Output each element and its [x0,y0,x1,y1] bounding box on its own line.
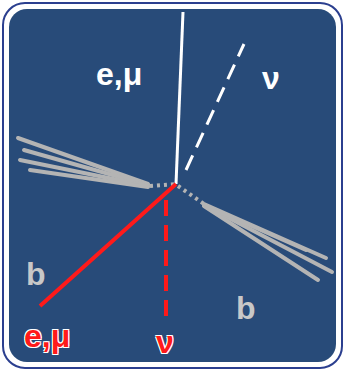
panel-ground [9,9,336,362]
lepton-track [40,184,176,306]
lepton-label: e,μ [96,58,142,90]
panel-border [3,3,342,368]
b-jet-right-link [178,186,204,204]
neutrino-track [186,44,244,170]
b-jet-left [18,138,148,187]
neutrino-label: ν [156,326,174,358]
lepton-label: e,μ [24,320,70,352]
neutrino-track [164,200,168,322]
jet-label: b [26,258,46,290]
lepton-track [176,12,183,184]
neutrino-label: ν [262,62,280,94]
b-jet-right [204,204,332,280]
jet-label: b [236,292,256,324]
